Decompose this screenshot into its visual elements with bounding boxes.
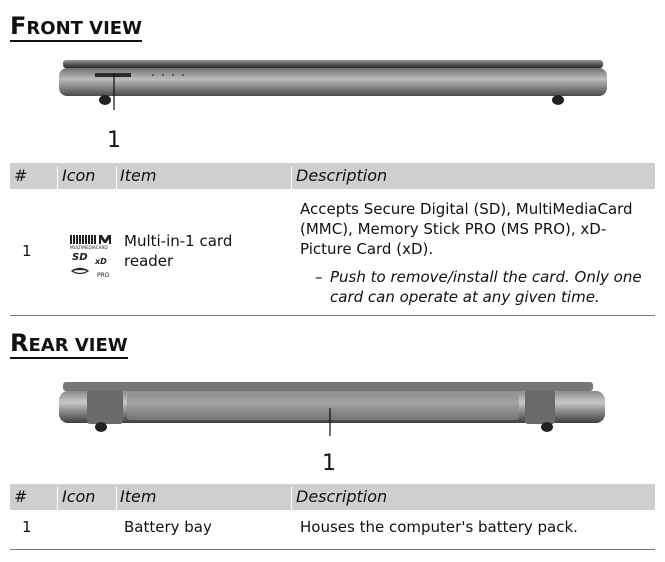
front-description: Accepts Secure Digital (SD), MultiMediaC… (300, 200, 633, 258)
front-table-bottom-rule (10, 315, 655, 316)
rear-row-number: 1 (22, 518, 32, 536)
svg-text:SD: SD (72, 252, 88, 263)
rear-callout-number: 1 (322, 451, 336, 476)
svg-text:MULTIMEDIACARD: MULTIMEDIACARD (70, 245, 108, 250)
front-description-note: Push to remove/install the card. Only on… (330, 268, 642, 306)
rear-table-header: # Icon Item Description (10, 484, 655, 513)
front-header-icon: Icon (62, 166, 96, 185)
rear-header-description: Description (296, 487, 388, 506)
front-table-header: # Icon Item Description (10, 163, 655, 192)
front-header-item: Item (120, 166, 157, 185)
front-header-num: # (14, 166, 28, 185)
front-callout-number: 1 (107, 128, 121, 153)
front-view-title: FRONT VIEW (10, 12, 142, 42)
laptop-front-image (59, 60, 607, 110)
rear-table-row: 1 Battery bay Houses the computer's batt… (10, 517, 655, 545)
rear-header-num: # (14, 487, 28, 506)
note-dash: – (315, 268, 323, 286)
front-header-description: Description (296, 166, 388, 185)
rear-description: Houses the computer's battery pack. (300, 518, 578, 536)
svg-text:PRO: PRO (97, 272, 110, 279)
svg-text:xD: xD (94, 257, 107, 266)
item-label-card-reader: Multi-in-1 card reader (124, 232, 233, 270)
card-reader-icon: MULTIMEDIACARD SD xD PRO (70, 235, 111, 279)
item-label-battery-bay: Battery bay (124, 518, 212, 536)
rear-header-item: Item (120, 487, 157, 506)
rear-table-bottom-rule (10, 549, 655, 550)
rear-view-title: REAR VIEW (10, 329, 128, 359)
front-table-row: 1 MULTIMEDIACARD SD xD PRO Multi-in-1 ca… (10, 197, 655, 312)
row-number: 1 (22, 242, 32, 260)
rear-header-icon: Icon (62, 487, 96, 506)
laptop-rear-image (59, 382, 605, 436)
